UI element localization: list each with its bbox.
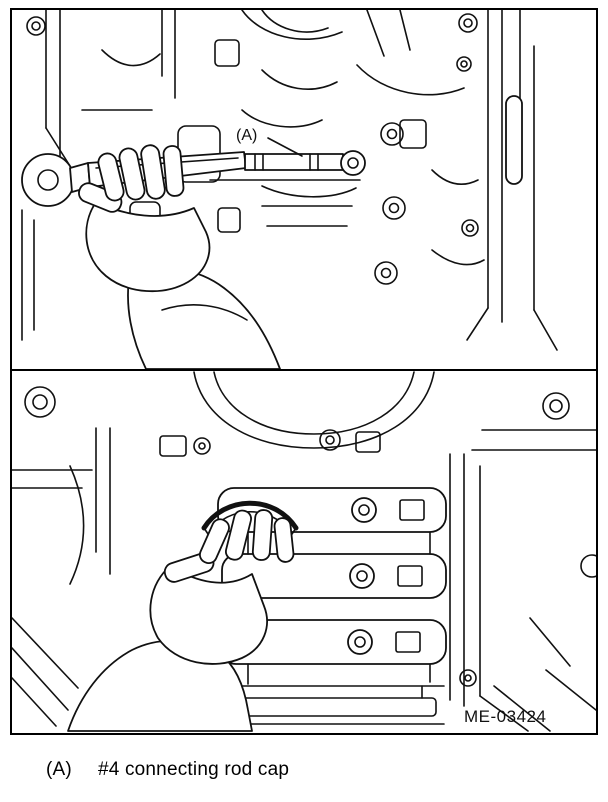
figure-frame: (A) bbox=[10, 8, 598, 735]
bottom-panel bbox=[12, 371, 596, 732]
figure-caption: (A) #4 connecting rod cap bbox=[46, 758, 289, 782]
finger bbox=[198, 518, 230, 565]
socket-extension bbox=[244, 153, 344, 171]
engine-illustration: (A) bbox=[12, 10, 596, 732]
ratchet-wrench bbox=[21, 150, 366, 207]
figure-code: ME-03424 bbox=[464, 707, 546, 726]
finger bbox=[251, 509, 274, 561]
engine-block-bottom bbox=[12, 371, 596, 732]
part-label-a: (A) bbox=[236, 127, 257, 144]
finger bbox=[97, 152, 125, 202]
rod-cap bbox=[221, 553, 447, 599]
finger bbox=[273, 517, 295, 563]
finger bbox=[118, 147, 146, 201]
ratchet-head bbox=[21, 153, 75, 207]
caption-text: #4 connecting rod cap bbox=[97, 759, 290, 780]
palm bbox=[85, 201, 211, 293]
pushrod bbox=[505, 95, 523, 185]
technician-hand-top bbox=[78, 144, 281, 370]
finger bbox=[140, 144, 166, 200]
part-label-leader bbox=[267, 137, 303, 157]
finger bbox=[162, 145, 185, 197]
caption-key: (A) bbox=[46, 759, 72, 780]
technician-hand-bottom bbox=[67, 509, 295, 732]
finger bbox=[224, 509, 252, 561]
socket bbox=[340, 150, 366, 176]
palm bbox=[149, 565, 268, 665]
top-panel: (A) bbox=[21, 10, 558, 370]
rod-cap bbox=[217, 487, 447, 533]
